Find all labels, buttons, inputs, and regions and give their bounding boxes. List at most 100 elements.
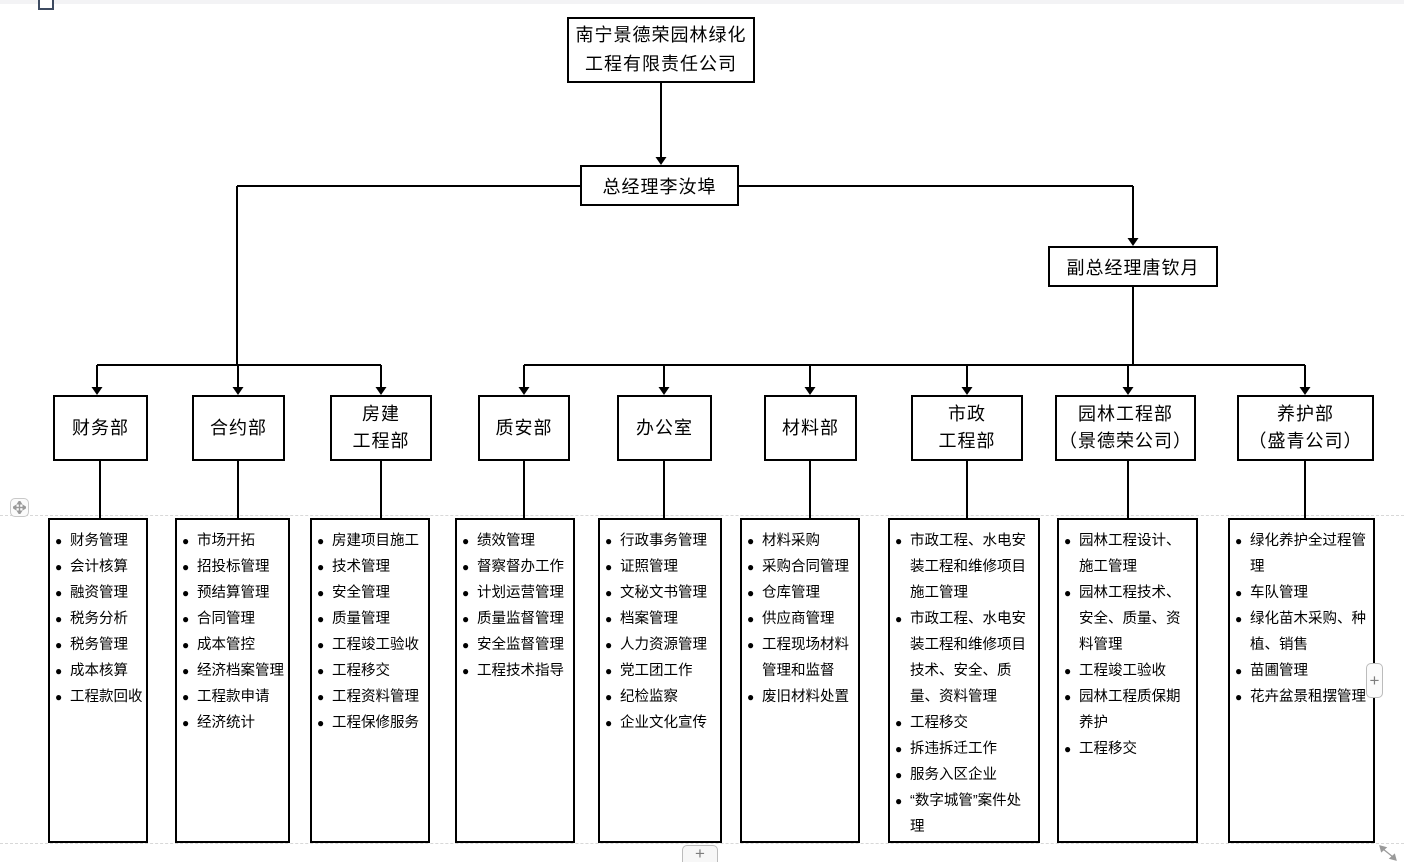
dept-name-line: 园林工程部 — [1078, 404, 1173, 424]
duty-text: 拆违拆迁工作 — [910, 741, 997, 757]
bullet-icon: ● — [747, 586, 755, 600]
dept-duties-quality-safety[interactable]: ●绩效管理●督察督办工作●计划运营管理●质量监督管理●安全监督管理●工程技术指导 — [455, 518, 575, 843]
bullet-icon: ● — [895, 612, 903, 626]
bullet-icon: ● — [317, 612, 325, 626]
add-column-button[interactable]: + — [1366, 663, 1383, 698]
bullet-icon: ● — [317, 638, 325, 652]
duty-text: 纪检监察 — [620, 689, 678, 705]
dept-duties-landscape-engineering[interactable]: ●园林工程设计、施工管理●园林工程技术、安全、质量、资料管理●工程竣工验收●园林… — [1057, 518, 1198, 843]
duty-text: 仓库管理 — [762, 585, 820, 601]
duty-item: ●质量监督管理 — [462, 606, 570, 632]
company-root-box[interactable]: 南宁景德荣园林绿化 工程有限责任公司 — [567, 17, 755, 83]
duty-item: ●工程移交 — [317, 658, 425, 684]
duty-text: 融资管理 — [70, 585, 128, 601]
duty-item: ●经济档案管理 — [182, 658, 285, 684]
duty-item: ●废旧材料处置 — [747, 684, 855, 710]
duty-item: ● 质量管理 — [317, 606, 425, 632]
duty-text: 税务管理 — [70, 637, 128, 653]
duty-text: 绿化苗木采购、种植、销售 — [1250, 611, 1366, 653]
duty-item: ●税务分析 — [55, 606, 143, 632]
dept-duties-contract[interactable]: ●市场开拓●招投标管理●预结算管理●合同管理●成本管控●经济档案管理●工程款申请… — [175, 518, 290, 843]
dept-duties-office[interactable]: ●行政事务管理●证照管理●文秘文书管理●档案管理●人力资源管理●党工团工作●纪检… — [598, 518, 722, 843]
duty-text: 工程资料管理 — [332, 689, 419, 705]
bullet-icon: ● — [605, 560, 613, 574]
dept-box-maintenance[interactable]: 养护部（盛青公司） — [1237, 395, 1374, 461]
duty-text: 工程移交 — [332, 663, 390, 679]
duty-text: 园林工程技术、安全、质量、资料管理 — [1079, 585, 1181, 653]
dept-duties-maintenance[interactable]: ●绿化养护全过程管理●车队管理●绿化苗木采购、种植、销售●苗圃管理●花卉盆景租摆… — [1228, 518, 1375, 843]
dept-duties-materials[interactable]: ●材料采购●采购合同管理●仓库管理●供应商管理●工程现场材料管理和监督●废旧材料… — [740, 518, 860, 843]
duty-item: ●会计核算 — [55, 554, 143, 580]
dept-box-housing-engineering[interactable]: 房建工程部 — [330, 395, 432, 461]
duty-text: 税务分析 — [70, 611, 128, 627]
duty-item: ●计划运营管理 — [462, 580, 570, 606]
top-chrome-strip — [0, 0, 1404, 4]
duty-item: ●采购合同管理 — [747, 554, 855, 580]
duty-text: 车队管理 — [1250, 585, 1308, 601]
duty-text: 质量管理 — [332, 611, 390, 627]
dept-duties-finance[interactable]: ●财务管理●会计核算●融资管理●税务分析●税务管理●成本核算●工程款回收 — [48, 518, 148, 843]
duty-text: 档案管理 — [620, 611, 678, 627]
dept-box-landscape-engineering[interactable]: 园林工程部（景德荣公司） — [1055, 395, 1196, 461]
bullet-icon: ● — [182, 534, 190, 548]
duty-item: ● 工程竣工验收 — [317, 632, 425, 658]
duty-item: ●技术管理 — [317, 554, 425, 580]
duty-item: ●成本核算 — [55, 658, 143, 684]
dept-name-line: （盛青公司） — [1248, 431, 1363, 451]
duty-item: ●合同管理 — [182, 606, 285, 632]
bullet-icon: ● — [895, 794, 903, 808]
bullet-icon: ● — [182, 612, 190, 626]
dept-name-line: 工程部 — [352, 431, 410, 451]
add-row-button[interactable]: + — [682, 845, 718, 862]
duty-item: ●园林工程技术、安全、质量、资料管理 — [1064, 580, 1193, 658]
move-handle-button[interactable] — [10, 498, 29, 517]
duty-text: 计划运营管理 — [477, 585, 564, 601]
dept-box-contract[interactable]: 合约部 — [192, 395, 285, 461]
duty-item: ●“数字城管”案件处理 — [895, 788, 1035, 840]
duty-item: ●成本管控 — [182, 632, 285, 658]
dept-duties-municipal-engineering[interactable]: ●市政工程、水电安装工程和维修项目施工管理●市政工程、水电安装工程和维修项目技术… — [888, 518, 1040, 843]
duty-item: ●园林工程设计、施工管理 — [1064, 528, 1193, 580]
duty-item: ●供应商管理 — [747, 606, 855, 632]
duty-text: 工程竣工验收 — [332, 637, 419, 653]
dept-box-materials[interactable]: 材料部 — [764, 395, 857, 461]
duty-text: 工程款回收 — [70, 689, 143, 705]
deputy-general-manager-box[interactable]: 副总经理唐钦月 — [1048, 246, 1218, 287]
bullet-icon: ● — [1235, 664, 1243, 678]
duty-item: ●党工团工作 — [605, 658, 717, 684]
bullet-icon: ● — [462, 638, 470, 652]
resize-diagonal-icon[interactable] — [1378, 844, 1400, 862]
duty-item: ●拆违拆迁工作 — [895, 736, 1035, 762]
dept-name-line: 合约部 — [210, 417, 267, 438]
duty-item: ●财务管理 — [55, 528, 143, 554]
bullet-icon: ● — [1235, 586, 1243, 600]
duty-text: 房建项目施工 — [332, 533, 419, 549]
duty-item: ●工程技术指导 — [462, 658, 570, 684]
bullet-icon: ● — [605, 612, 613, 626]
bullet-icon: ● — [55, 664, 63, 678]
bullet-icon: ● — [1064, 534, 1072, 548]
bullet-icon: ● — [317, 716, 325, 730]
anchor-square-icon — [38, 0, 54, 10]
dept-box-quality-safety[interactable]: 质安部 — [478, 395, 570, 461]
bullet-icon: ● — [747, 612, 755, 626]
dept-box-finance[interactable]: 财务部 — [53, 395, 148, 461]
duty-text: 党工团工作 — [620, 663, 693, 679]
general-manager-box[interactable]: 总经理李汝埠 — [580, 165, 739, 206]
duty-text: 服务入区企业 — [910, 767, 997, 783]
bullet-icon: ● — [462, 534, 470, 548]
dept-box-municipal-engineering[interactable]: 市政工程部 — [911, 395, 1023, 461]
bullet-icon: ● — [55, 586, 63, 600]
dept-box-office[interactable]: 办公室 — [617, 395, 712, 461]
bullet-icon: ● — [55, 534, 63, 548]
bullet-icon: ● — [895, 534, 903, 548]
bullet-icon: ● — [182, 586, 190, 600]
duty-item: ●市政工程、水电安装工程和维修项目施工管理 — [895, 528, 1035, 606]
bullet-icon: ● — [462, 560, 470, 574]
duty-text: 督察督办工作 — [477, 559, 564, 575]
bullet-icon: ● — [182, 638, 190, 652]
duty-text: 安全管理 — [332, 585, 390, 601]
dept-duties-housing-engineering[interactable]: ● 房建项目施工 ●技术管理 ● 安全管理 ● 质量管理● 工程竣工验收●工程移交 ● 工程资料管… — [310, 518, 430, 843]
duty-text: 人力资源管理 — [620, 637, 707, 653]
company-name-line1: 南宁景德荣园林绿化 — [575, 25, 747, 45]
